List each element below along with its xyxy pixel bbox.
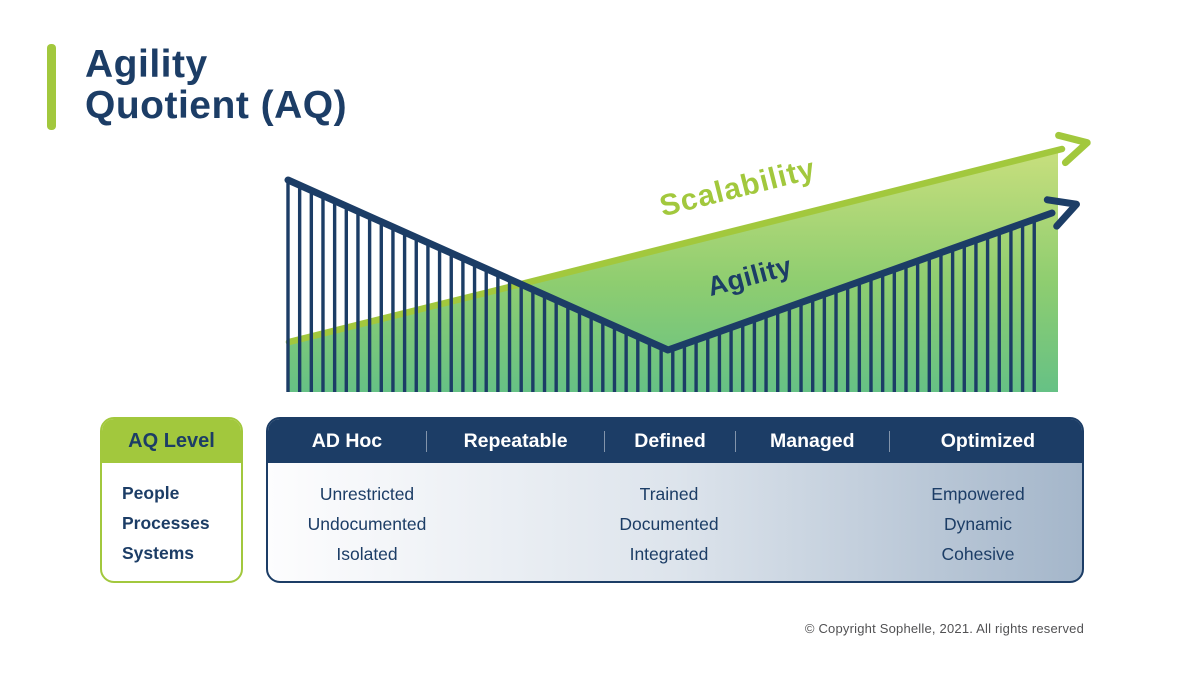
aq-level-row: Processes xyxy=(122,513,210,533)
level-header-managed: Managed xyxy=(770,429,855,452)
page-title-line2: Quotient (AQ) xyxy=(85,84,348,127)
maturity-cell-line: Trained xyxy=(639,484,699,504)
maturity-levels-header: AD Hoc Repeatable Defined Managed Optimized xyxy=(268,419,1082,463)
maturity-cell-line: Dynamic xyxy=(943,514,1013,534)
maturity-cell-line: Documented xyxy=(619,514,719,534)
scalability-area-fill xyxy=(288,150,1058,392)
page-title: Agility Quotient (AQ) xyxy=(85,44,347,130)
maturity-cell-line: Empowered xyxy=(931,484,1025,504)
level-header-ad-hoc: AD Hoc xyxy=(311,429,383,452)
copyright-note: © Copyright Sophelle, 2021. All rights r… xyxy=(804,621,1084,636)
agility-hatch-lines xyxy=(286,182,1036,392)
maturity-cell-line: Cohesive xyxy=(941,544,1015,564)
aq-level-row: People xyxy=(122,483,180,503)
maturity-cell-line: Undocumented xyxy=(307,514,427,534)
level-divider xyxy=(604,430,606,452)
level-header-optimized: Optimized xyxy=(940,429,1036,452)
title-block: Agility Quotient (AQ) xyxy=(47,44,347,130)
aq-level-row: Systems xyxy=(122,543,194,563)
scalability-line xyxy=(285,131,1091,346)
agility-label: Agility xyxy=(704,251,795,302)
maturity-cell-line: Isolated xyxy=(336,544,398,564)
level-header-repeatable: Repeatable xyxy=(463,429,568,452)
title-accent-bar xyxy=(47,44,56,130)
level-divider xyxy=(888,430,890,452)
aq-level-header: AQ Level xyxy=(102,419,241,463)
maturity-cell-line: Integrated xyxy=(629,544,709,564)
level-divider xyxy=(734,430,736,452)
maturity-cell-line: Unrestricted xyxy=(319,484,415,504)
scalability-label: Scalability xyxy=(656,152,819,223)
level-header-defined: Defined xyxy=(634,429,706,452)
agility-line xyxy=(284,176,1080,354)
page-title-line1: Agility xyxy=(85,43,208,86)
level-divider xyxy=(425,430,427,452)
